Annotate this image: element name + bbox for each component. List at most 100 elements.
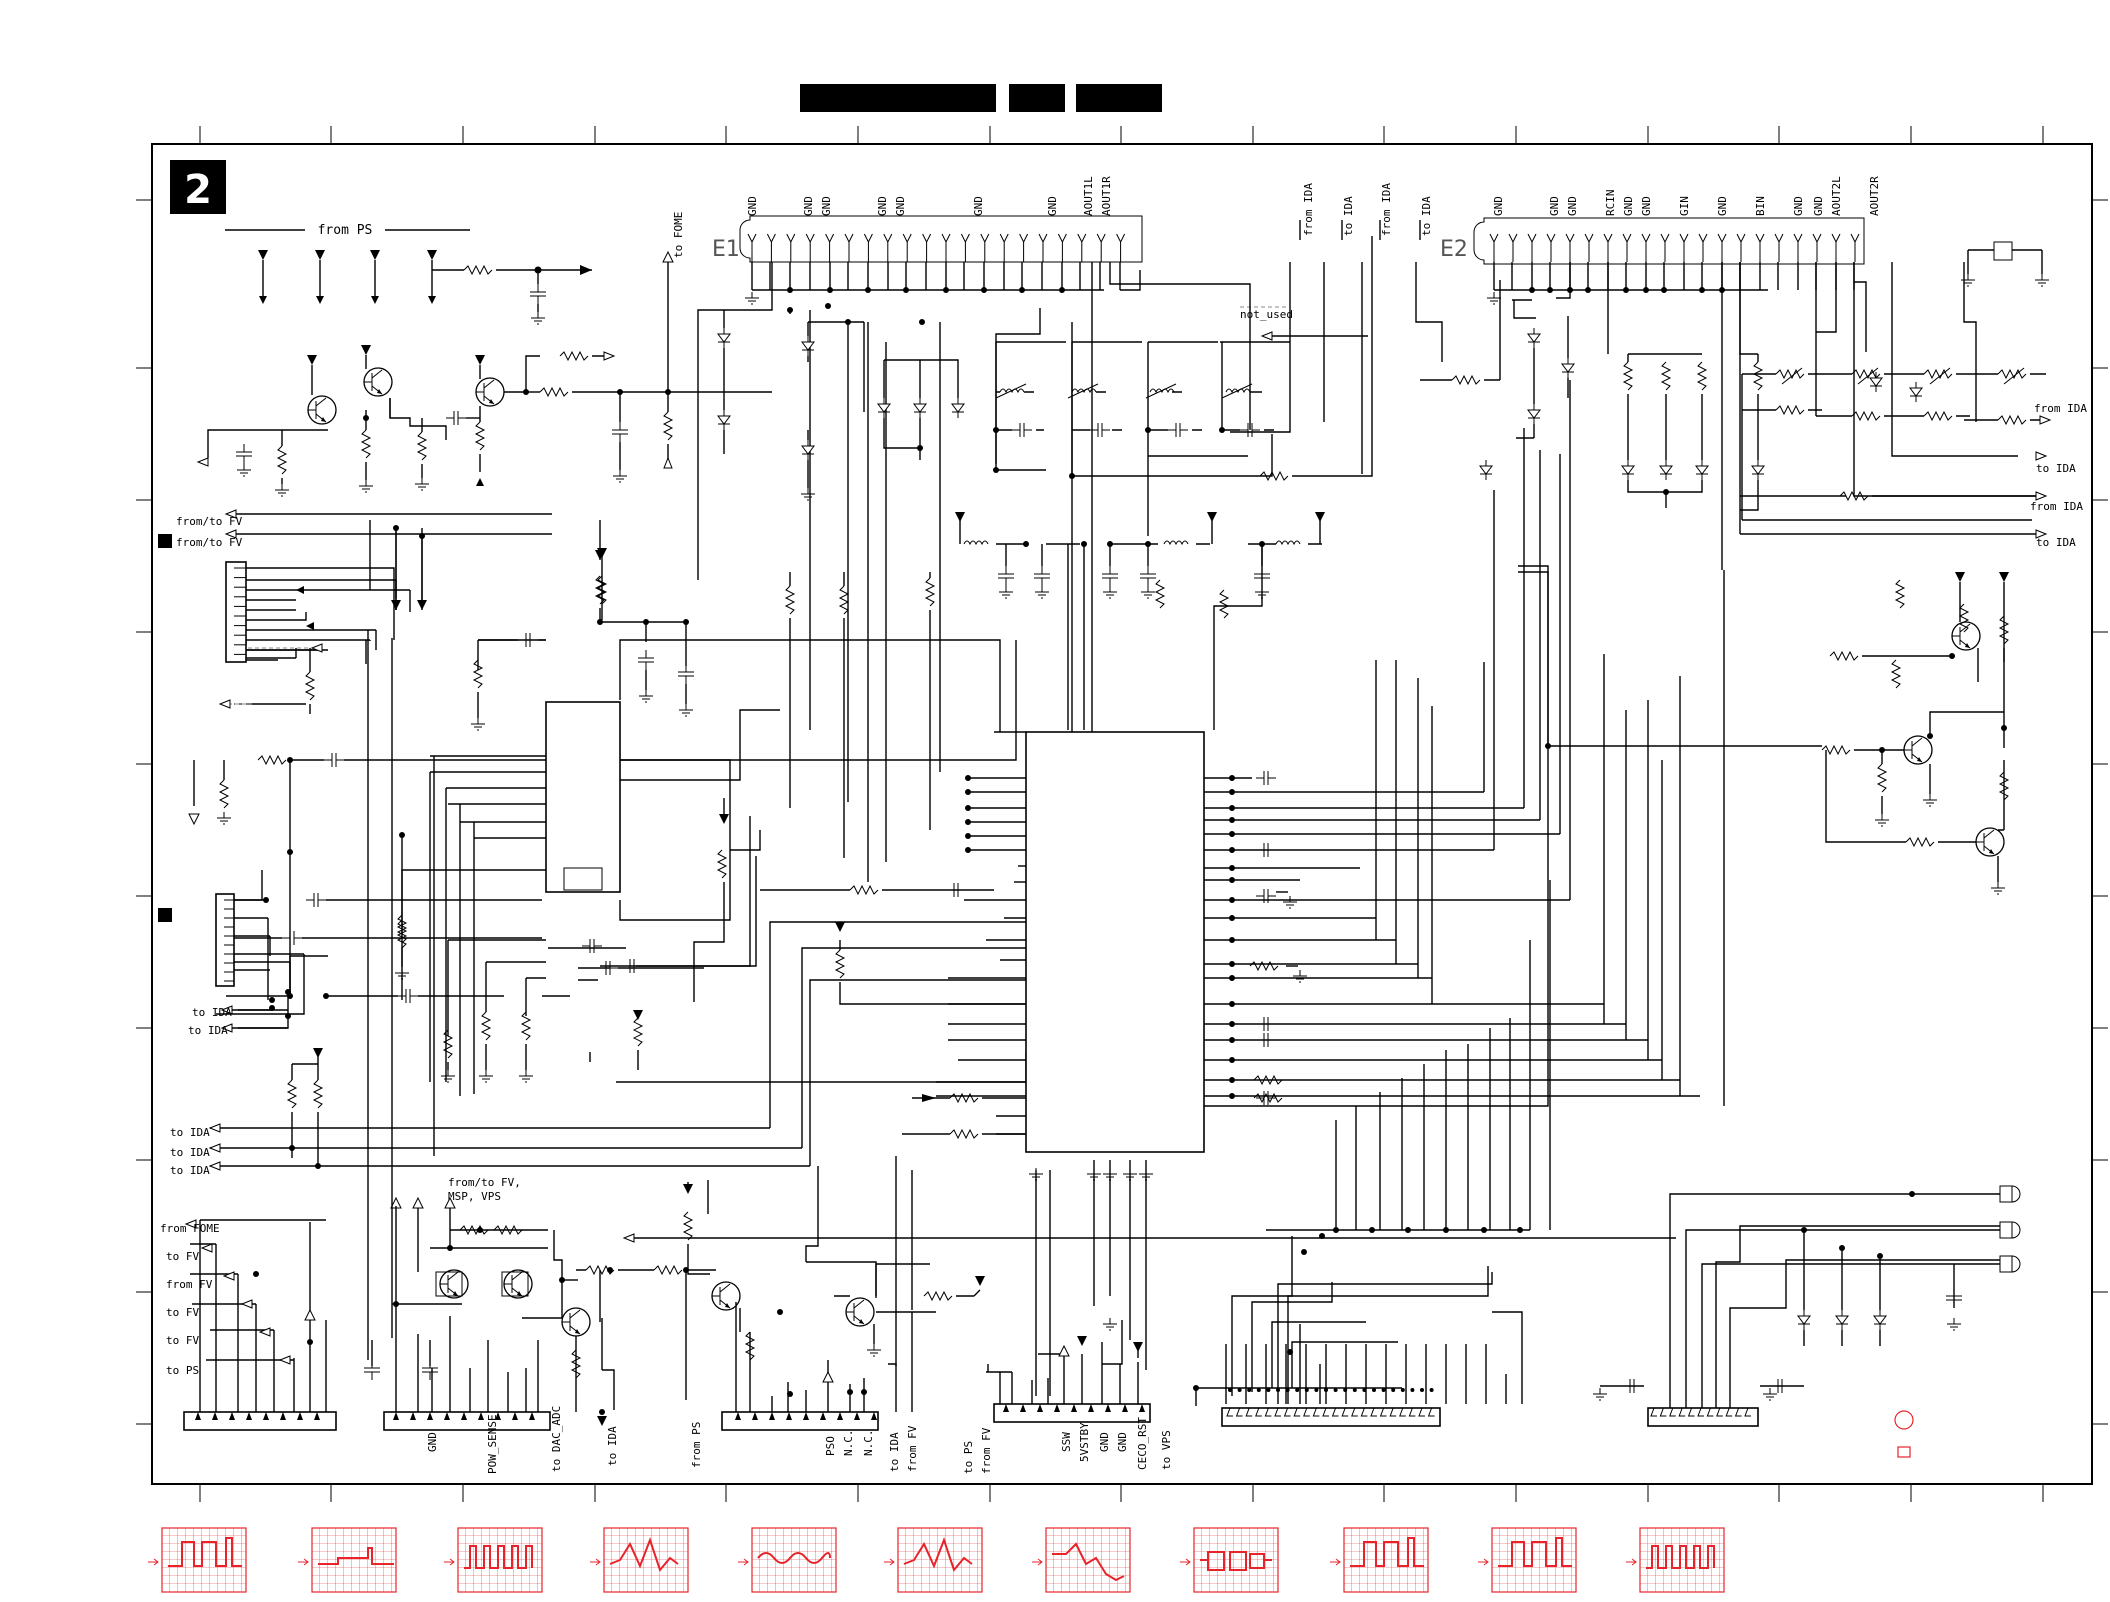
- junction: [1229, 831, 1235, 837]
- junction: [1229, 877, 1235, 883]
- wire: [291, 1052, 319, 1164]
- ground-symbol: [216, 811, 232, 825]
- diode: [951, 397, 965, 419]
- ground-symbol: [998, 585, 1014, 599]
- to-ida-label: to IDA: [1420, 196, 1433, 236]
- e1-pin: [1057, 233, 1067, 262]
- wire: [261, 870, 271, 1000]
- diode: [801, 439, 815, 461]
- pin-label: N.C.: [842, 1430, 855, 1457]
- capacitor: [677, 663, 695, 685]
- wire: [1277, 1266, 1493, 1404]
- wire: [366, 580, 411, 641]
- junction: [1699, 287, 1705, 293]
- connector-e1-name: E1: [712, 237, 740, 262]
- junction: [1333, 1227, 1339, 1233]
- wire: [839, 940, 1026, 1005]
- junction: [1229, 817, 1235, 823]
- resistor: [1249, 961, 1279, 971]
- connector-pin: [1650, 1407, 1657, 1417]
- resistor: [305, 671, 315, 701]
- junction: [1381, 1388, 1386, 1392]
- to-ps-label: to PS: [166, 1364, 199, 1377]
- msp-note-label: MSP, VPS: [448, 1190, 501, 1203]
- resistor: [849, 885, 879, 895]
- connector-pin: [820, 1412, 826, 1420]
- to-ida-label: to IDA: [2036, 536, 2076, 549]
- sheet-number-badge: 2: [170, 160, 226, 214]
- fv-interface: from/to FV from/to FV to IDA to IDA to I…: [158, 509, 552, 1377]
- resistor: [785, 585, 795, 615]
- wire: [769, 921, 1026, 1166]
- junction: [1276, 1388, 1280, 1392]
- wire: [1739, 262, 2036, 534]
- e2-pin: [1489, 233, 1499, 262]
- resistor: [1997, 415, 2027, 425]
- junction: [965, 847, 971, 853]
- ground-symbol: [1282, 895, 1298, 909]
- e1-pin: [960, 233, 970, 262]
- connector-pin: [1341, 1407, 1349, 1417]
- to-ida-label: to IDA: [170, 1164, 210, 1177]
- pin-label: GND: [1116, 1432, 1129, 1452]
- resistor: [1851, 411, 1881, 421]
- wire: [1100, 565, 1549, 1107]
- pin-label: 5VSTBY: [1078, 1422, 1091, 1462]
- pin-label: N.C.: [862, 1430, 875, 1457]
- wire: [636, 816, 751, 967]
- connector-pin: [1020, 1404, 1026, 1412]
- connector-e1-pin-labels: GND GND GND GND GND GND GND AOUT1L AOUT1…: [746, 176, 1113, 216]
- junction: [1229, 847, 1235, 853]
- ground-symbol: [800, 487, 816, 501]
- pin-label: PSO: [824, 1436, 837, 1456]
- capacitor: [1011, 422, 1033, 438]
- connector-pin: [512, 1412, 518, 1420]
- wire: [1149, 388, 1175, 394]
- e1-pin: [747, 233, 757, 262]
- connector-pin: [1293, 1407, 1301, 1417]
- wire: [789, 310, 865, 412]
- resistor: [1451, 375, 1481, 385]
- connector-pin: [1255, 1407, 1262, 1417]
- wire: [1375, 660, 1433, 1004]
- wire: [1518, 571, 1549, 746]
- osc-8: [1180, 1527, 1279, 1593]
- junction: [965, 805, 971, 811]
- capacitor: [1101, 565, 1119, 587]
- e1-pin: [1077, 233, 1087, 262]
- junction: [269, 997, 275, 1003]
- diode: [1561, 357, 1575, 379]
- junction: [1585, 287, 1591, 293]
- wire: [1102, 1320, 1123, 1365]
- ground-symbol: [1762, 1387, 1778, 1401]
- resistor: [717, 849, 727, 879]
- wire: [1742, 409, 2044, 421]
- e2-pin: [1698, 233, 1708, 262]
- diode: [1869, 371, 1883, 393]
- junction: [1333, 1388, 1338, 1392]
- junction: [1420, 1388, 1424, 1392]
- junction: [1019, 287, 1025, 293]
- transistor: [1975, 827, 2005, 857]
- connector-pin: [1706, 1407, 1714, 1417]
- pin-label: GND: [426, 1432, 439, 1452]
- connector-pin: [195, 1412, 201, 1420]
- connector-pin: [1734, 1407, 1742, 1417]
- resistor: [1219, 589, 1229, 619]
- e1-pin: [805, 233, 815, 262]
- wire: [1120, 270, 1141, 291]
- connector-pin: [1245, 1407, 1253, 1417]
- resistor: [835, 949, 845, 979]
- wire: [875, 1263, 936, 1313]
- junction: [1229, 1093, 1235, 1099]
- junction: [1228, 1388, 1232, 1392]
- junction: [1343, 1388, 1348, 1392]
- wire: [995, 308, 1041, 464]
- resistor: [1877, 763, 1887, 793]
- connector-pin: [444, 1412, 450, 1420]
- diode: [1479, 459, 1493, 481]
- wire: [1603, 654, 1681, 1096]
- audio-jack: [1999, 1255, 2013, 1273]
- wire: [1493, 380, 1571, 900]
- capacitor: [581, 938, 603, 954]
